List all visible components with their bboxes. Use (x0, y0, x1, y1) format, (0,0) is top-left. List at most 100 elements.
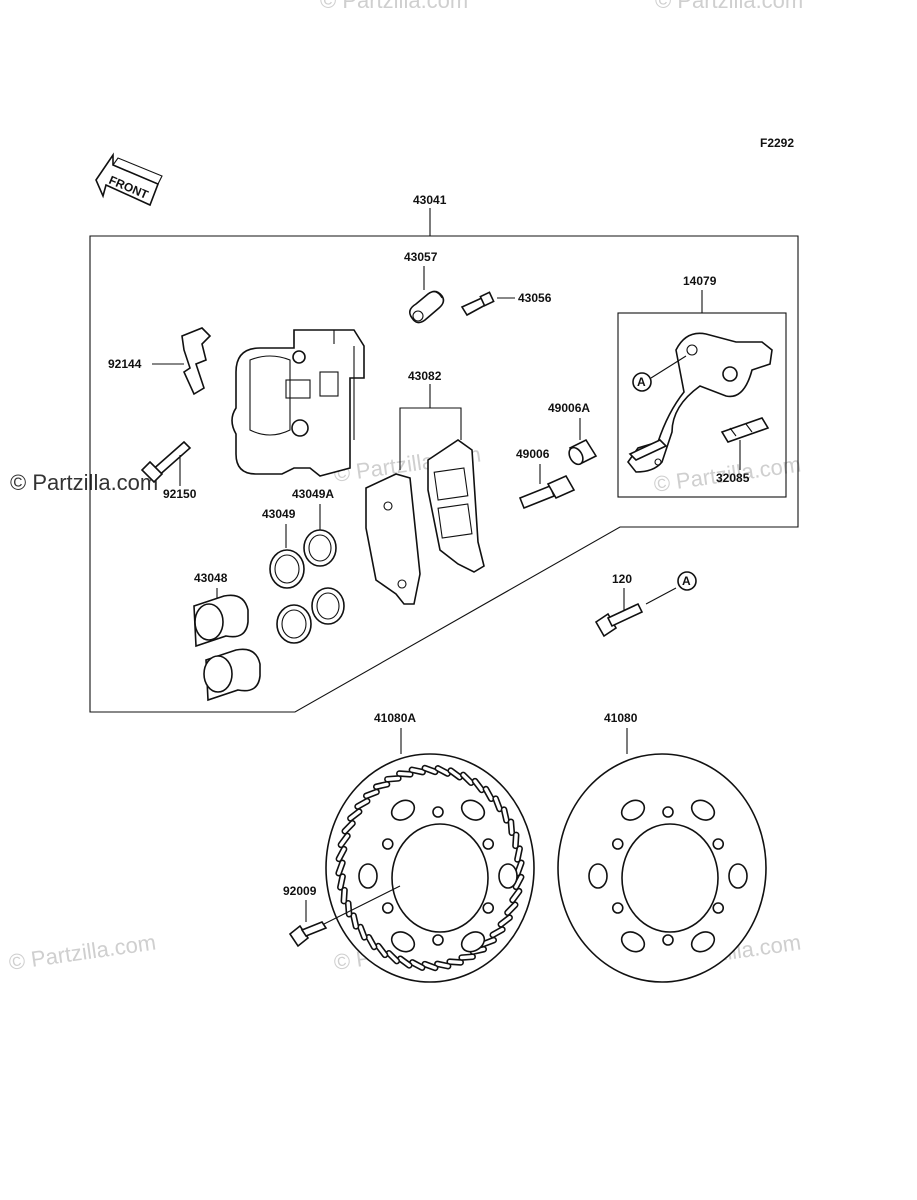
part-43049: 43049 (262, 507, 312, 644)
disc-bolt-hole (662, 934, 674, 946)
part-caliper-body (231, 329, 365, 477)
part-49006: 49006 (516, 447, 576, 510)
part-92144: 92144 (108, 327, 212, 396)
part-41080: 41080 (557, 711, 767, 983)
label-120: 120 (612, 572, 632, 586)
disc-window (460, 931, 486, 953)
disc-window (588, 863, 608, 889)
part-92150: 92150 (140, 440, 197, 501)
disc-slot (512, 831, 520, 850)
label-43048: 43048 (194, 571, 228, 585)
callout-a-bracket: A (632, 355, 687, 392)
disc-slot (504, 901, 519, 916)
disc-bolt-hole (611, 902, 624, 914)
part-43082: 43082 (365, 369, 485, 605)
callout-a-bolt: A (677, 571, 697, 591)
disc-slot (357, 923, 368, 941)
label-92009: 92009 (283, 884, 317, 898)
callout-a-letter: A (637, 375, 646, 389)
disc-slot (489, 926, 506, 939)
disc-slot (354, 797, 371, 810)
disc-slot (497, 914, 513, 928)
watermark-top-right: © Partzilla.com (655, 0, 803, 13)
label-43057: 43057 (404, 250, 438, 264)
label-41080: 41080 (604, 711, 638, 725)
disc-slot (434, 960, 452, 970)
disc-slot (375, 942, 389, 959)
disc-bolt-hole (432, 934, 444, 946)
disc-slot (421, 960, 439, 972)
disc-window (390, 931, 416, 953)
label-32085: 32085 (716, 471, 750, 485)
disc-window (690, 931, 716, 953)
disc-slot (471, 777, 485, 794)
disc-slot (340, 886, 348, 905)
disc-bolt-hole (482, 838, 495, 850)
disc-slot (397, 955, 413, 969)
disc-slot (500, 806, 510, 824)
disc-slot (350, 912, 360, 930)
disc-slot (365, 933, 378, 951)
disc-bolt-hole (381, 902, 394, 914)
part-120: 120 (594, 572, 677, 638)
disc-slot (421, 764, 439, 776)
label-49006: 49006 (516, 447, 550, 461)
part-49006A: 49006A (548, 401, 598, 466)
disc-bolt-hole (381, 838, 394, 850)
label-92150: 92150 (163, 487, 197, 501)
disc-bolt-hole (662, 806, 674, 818)
disc-slot (384, 775, 402, 783)
watermark-main: © Partzilla.com (10, 470, 158, 495)
label-43041: 43041 (413, 193, 447, 207)
label-92144: 92144 (108, 357, 142, 371)
disc-slot (337, 873, 346, 891)
disc-window (498, 863, 518, 889)
disc-bolt-hole (482, 902, 495, 914)
part-43057: 43057 (404, 250, 445, 324)
disc-slot (459, 771, 475, 786)
disc-slot (514, 845, 523, 863)
part-43056: 43056 (460, 291, 552, 317)
disc-slot (409, 959, 426, 971)
disc-slot (347, 808, 363, 822)
disc-slot (492, 795, 503, 813)
front-arrow-icon: FRONT (95, 152, 163, 207)
part-43048: 43048 (193, 571, 261, 702)
label-49006A: 49006A (548, 401, 590, 415)
disc-slot (446, 958, 464, 966)
label-43049: 43049 (262, 507, 296, 521)
callout-a-bolt-letter: A (682, 574, 691, 588)
caliper-assembly-outline: 43041 (89, 193, 799, 713)
disc-bolt-hole (611, 838, 624, 850)
label-43049A: 43049A (292, 487, 334, 501)
disc-slot (507, 818, 516, 837)
disc-slot (341, 820, 356, 835)
part-92009: 92009 (283, 884, 401, 948)
label-41080A: 41080A (374, 711, 416, 725)
label-43056: 43056 (518, 291, 552, 305)
disc-slot (509, 887, 523, 904)
disc-slot (335, 845, 348, 863)
disc-window (358, 863, 378, 889)
disc-slot (337, 832, 351, 849)
disc-window (620, 799, 646, 821)
watermark-low-left: © Partzilla.com (7, 930, 157, 975)
disc-window (690, 799, 716, 821)
disc-window (728, 863, 748, 889)
disc-slot (396, 770, 414, 778)
disc-slot (372, 781, 391, 791)
disc-slot (335, 859, 346, 877)
part-14079 (626, 332, 773, 473)
part-43049A: 43049A (292, 487, 345, 625)
diagram-code: F2292 (760, 136, 794, 150)
disc-slot (447, 767, 463, 781)
disc-window (390, 799, 416, 821)
disc-slot (482, 785, 495, 803)
label-43082: 43082 (408, 369, 442, 383)
disc-bolt-hole (712, 838, 725, 850)
disc-slot (408, 766, 426, 776)
label-14079: 14079 (683, 274, 717, 288)
disc-bolt-hole (712, 902, 725, 914)
disc-slot (434, 765, 451, 777)
